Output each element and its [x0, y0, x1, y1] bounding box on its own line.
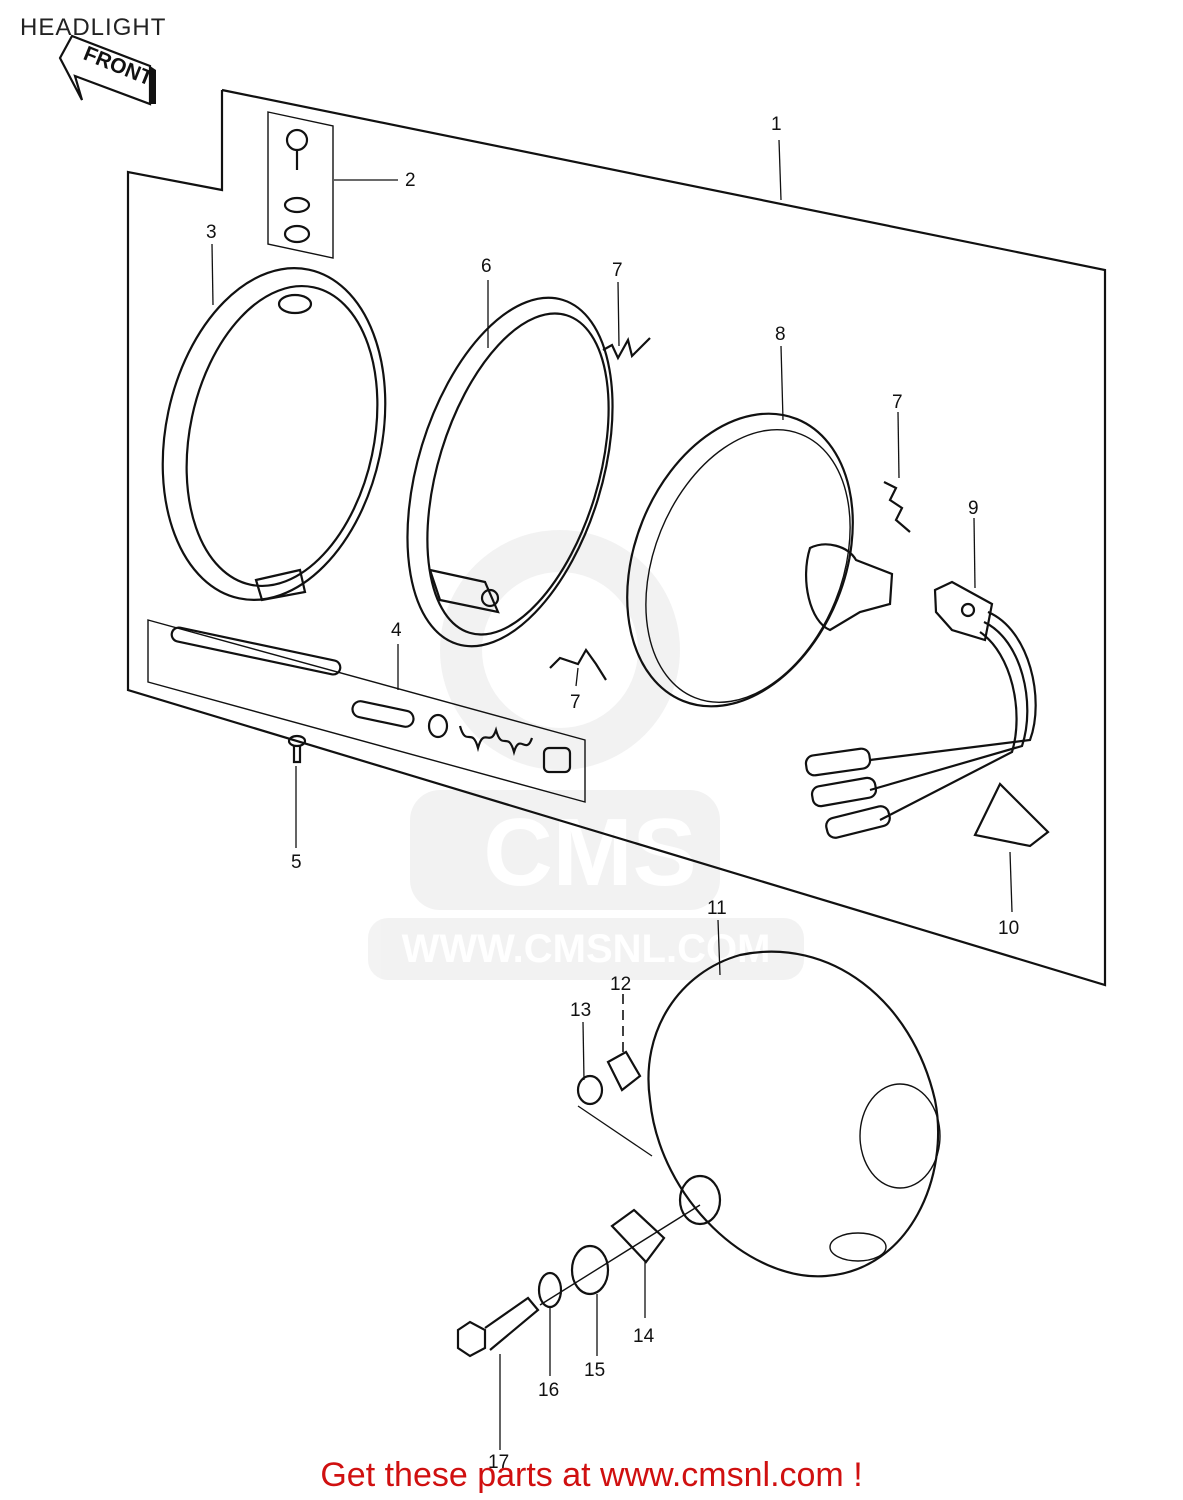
callout-labels: 1 2 3 4 5 6 7 7 7 8 9 10 11 12 13 14 15 … — [206, 114, 1019, 1473]
watermark-brand: CMS — [483, 799, 696, 906]
footer-cta-link-container: Get these parts at www.cmsnl.com ! — [0, 1456, 1183, 1495]
callout-11: 11 — [707, 898, 727, 919]
callout-7-top: 7 — [612, 260, 623, 281]
wire-clamp — [973, 782, 1050, 848]
spring-clip-bottom — [549, 647, 607, 681]
callout-1: 1 — [771, 114, 782, 135]
spring-clip-top — [602, 337, 651, 361]
mounting-ring — [406, 296, 614, 648]
callout-6: 6 — [481, 256, 492, 277]
callout-9: 9 — [968, 498, 979, 519]
callout-4: 4 — [391, 620, 402, 641]
callout-3: 3 — [206, 222, 217, 243]
callout-14: 14 — [633, 1326, 655, 1347]
callout-13: 13 — [570, 1000, 591, 1021]
callout-7-bottom: 7 — [570, 692, 581, 713]
spring-clip-right — [883, 481, 911, 533]
bulb-socket — [804, 580, 1037, 839]
mounting-hardware-stack — [456, 1204, 701, 1358]
watermark-url: WWW.CMSNL.COM — [402, 927, 771, 971]
page-title: HEADLIGHT — [20, 14, 167, 41]
leader-lines — [211, 139, 1013, 1450]
adjusting-bolt-kit — [147, 619, 586, 803]
headlight-housing — [647, 950, 941, 1278]
watermark: CMS WWW.CMSNL.COM — [368, 530, 804, 980]
adjusting-screw — [287, 734, 307, 764]
assembly-panel-outline — [126, 88, 1107, 987]
front-arrow-icon: FRONT — [58, 34, 156, 106]
callout-5: 5 — [291, 852, 302, 873]
callout-15: 15 — [584, 1360, 605, 1381]
screw-nut-set — [267, 111, 334, 259]
callout-12: 12 — [610, 974, 631, 995]
washer-small — [576, 1074, 604, 1106]
footer-cta-link[interactable]: Get these parts at www.cmsnl.com ! — [320, 1456, 863, 1494]
callout-2: 2 — [405, 170, 416, 191]
callout-7-right: 7 — [892, 392, 903, 413]
callout-17: 17 — [488, 1452, 509, 1473]
headlight-rim — [161, 267, 387, 602]
callout-16: 16 — [538, 1380, 559, 1401]
spacer-nut — [606, 1050, 642, 1092]
sealed-beam-unit — [626, 412, 894, 708]
callout-8: 8 — [775, 324, 786, 345]
callout-10: 10 — [998, 918, 1019, 939]
